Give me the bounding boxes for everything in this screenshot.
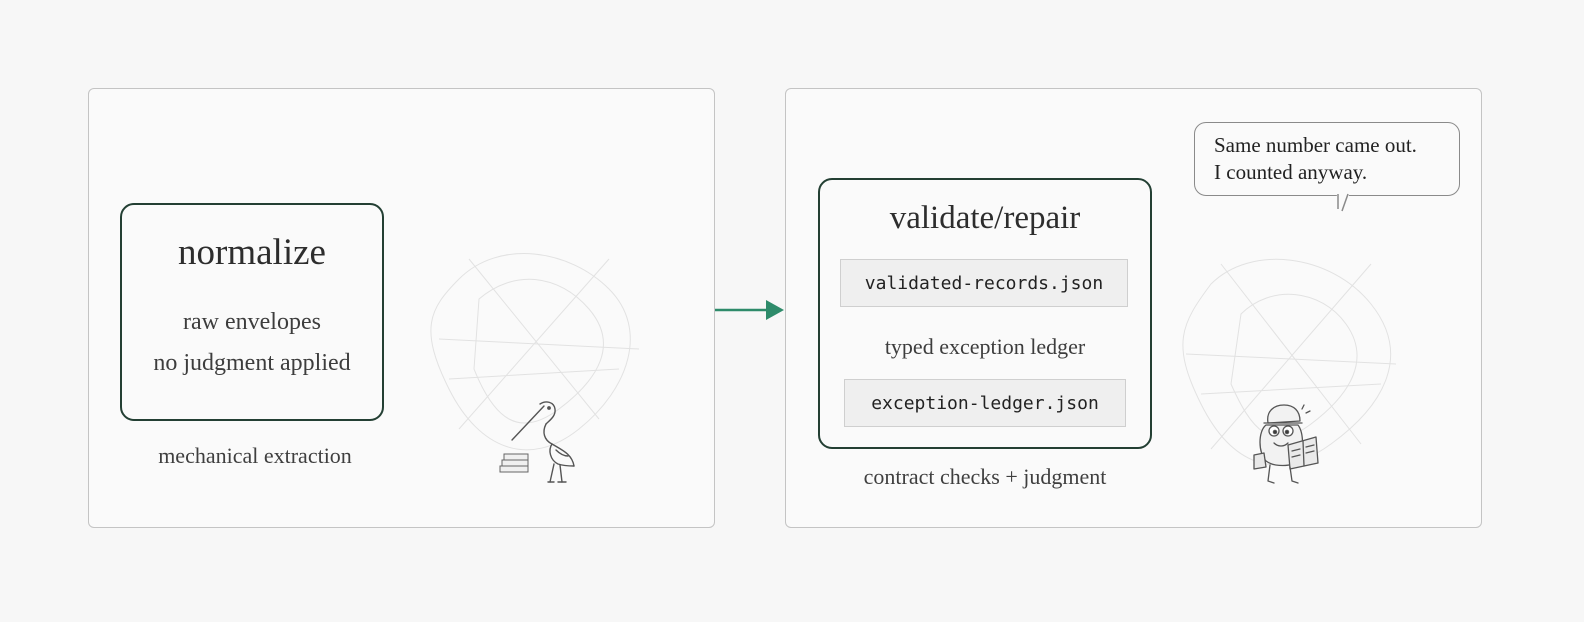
- validated-records-file-chip: validated-records.json: [840, 259, 1128, 307]
- normalize-stage-title: normalize: [178, 232, 326, 273]
- sketch-texture-right: [1182, 258, 1397, 466]
- exception-ledger-file-chip: exception-ledger.json: [844, 379, 1126, 427]
- speech-bubble-line-2: I counted anyway.: [1214, 160, 1368, 184]
- speech-bubble-tail: [1336, 193, 1350, 212]
- validate-repair-stage-box: validate/repair validated-records.json t…: [818, 178, 1152, 449]
- speech-bubble-line-1: Same number came out.: [1214, 133, 1417, 157]
- sketch-texture-left: [430, 253, 640, 451]
- normalize-stage-box: normalize raw envelopes no judgment appl…: [120, 203, 384, 421]
- frog-reading-book-icon: [1253, 404, 1319, 484]
- validate-panel: validate/repair validated-records.json t…: [785, 88, 1482, 528]
- normalize-caption: mechanical extraction: [158, 443, 352, 468]
- normalize-panel: normalize raw envelopes no judgment appl…: [88, 88, 715, 528]
- speech-bubble: Same number came out. I counted anyway.: [1194, 122, 1460, 196]
- heron-with-envelopes-icon: [499, 401, 575, 483]
- right-arrow-icon: [715, 300, 784, 320]
- normalize-line-no-judgment: no judgment applied: [153, 350, 351, 376]
- typed-exception-ledger-label: typed exception ledger: [884, 334, 1086, 359]
- validate-repair-stage-title: validate/repair: [889, 200, 1081, 236]
- normalize-line-raw-envelopes: raw envelopes: [183, 309, 321, 335]
- validate-repair-caption: contract checks + judgment: [863, 464, 1107, 489]
